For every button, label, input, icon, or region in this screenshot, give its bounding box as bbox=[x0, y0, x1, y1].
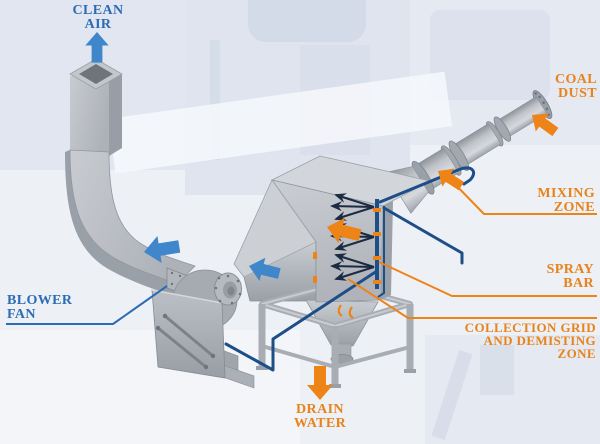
spray-bar-label-line1: SPRAY bbox=[546, 262, 594, 277]
stand-foot bbox=[256, 366, 268, 370]
blower-inlet-bore bbox=[227, 286, 235, 296]
flange-bolt bbox=[170, 282, 174, 286]
clean-air-label: CLEAN AIR bbox=[48, 4, 148, 32]
mixing-zone-label: MIXING ZONE bbox=[537, 187, 595, 215]
water-drain-line bbox=[224, 269, 379, 372]
spray-bar-clamp bbox=[373, 232, 381, 236]
flange-bolt bbox=[238, 292, 242, 296]
flange-bolt bbox=[230, 301, 234, 305]
flange-bolt bbox=[236, 279, 240, 283]
stand-cross-rail bbox=[334, 345, 411, 369]
clean-air-flow-arrow bbox=[85, 32, 109, 63]
duct-underside bbox=[65, 150, 177, 297]
flange-bolt bbox=[170, 271, 174, 275]
brace-pin bbox=[210, 353, 216, 359]
blower-fan-label-line2: FAN bbox=[7, 307, 36, 322]
brace-pin bbox=[162, 313, 168, 319]
chamber-clamp bbox=[313, 276, 317, 283]
blower-fan-leader bbox=[6, 285, 168, 325]
stand-foot bbox=[404, 369, 416, 373]
collection-grid-label: COLLECTION GRID AND DEMISTING ZONE bbox=[465, 321, 596, 360]
flange-bolt bbox=[545, 107, 549, 111]
duct-flow-arrow bbox=[144, 236, 181, 264]
drain-water-label-line2: WATER bbox=[293, 416, 347, 431]
coal-dust-inlet-pipe bbox=[385, 90, 553, 214]
spray-jet bbox=[334, 206, 375, 221]
water-branch-line bbox=[382, 206, 464, 265]
spray-jet bbox=[334, 253, 375, 268]
spray-bar-label-line2: BAR bbox=[563, 276, 594, 291]
spray-jet bbox=[330, 261, 375, 272]
collection-grid-leader bbox=[347, 278, 597, 319]
flange-bolt bbox=[178, 274, 182, 278]
flange-bolt bbox=[226, 274, 230, 278]
spray-bar-clamp bbox=[373, 256, 381, 260]
water-piping bbox=[224, 166, 475, 372]
blower-brace bbox=[157, 326, 207, 369]
drain-water-label-line1: DRAIN bbox=[296, 402, 344, 417]
background-machine-smudge bbox=[430, 10, 550, 100]
background-tripod-shape-2 bbox=[480, 345, 514, 395]
stack-side-face bbox=[109, 74, 122, 156]
stand-foot bbox=[329, 384, 341, 388]
flange-bolt bbox=[214, 286, 218, 290]
spray-bar-clamp bbox=[373, 280, 381, 284]
drain-water-label: DRAIN WATER bbox=[279, 403, 361, 431]
outlet-flow-arrow bbox=[249, 257, 281, 281]
spray-bar-leader bbox=[378, 261, 597, 297]
drain-water-arrow bbox=[307, 366, 333, 400]
stack-front-face bbox=[70, 76, 109, 156]
background-frame-shape bbox=[210, 40, 220, 160]
clean-air-label-line1: CLEAN bbox=[72, 3, 124, 18]
mixing-zone-label-line2: ZONE bbox=[553, 200, 595, 215]
coal-dust-label-line2: DUST bbox=[558, 86, 597, 101]
spray-jet bbox=[334, 236, 375, 251]
spray-bar-assembly bbox=[330, 193, 385, 319]
spray-nozzle-hook bbox=[337, 304, 343, 317]
background-bottom-left-white bbox=[0, 330, 300, 444]
clean-air-label-line2: AIR bbox=[84, 17, 112, 32]
collection-grid-label-line3: ZONE bbox=[557, 346, 596, 361]
brace-pin bbox=[203, 364, 209, 370]
clean-air-stack bbox=[69, 58, 123, 156]
spray-bar-label: SPRAY BAR bbox=[547, 263, 594, 291]
spray-nozzle-hook bbox=[348, 306, 354, 319]
mixing-zone-arrow bbox=[438, 168, 465, 191]
blower-outlet-duct bbox=[65, 149, 197, 300]
flange-bolt bbox=[542, 101, 545, 104]
spray-jet bbox=[334, 193, 375, 208]
brace-pin bbox=[155, 325, 161, 331]
blower-fan-label-line1: BLOWER bbox=[7, 293, 73, 308]
chamber-flow-arrow bbox=[327, 218, 362, 244]
blower-fan-unit bbox=[151, 269, 255, 389]
spray-bar-clamp bbox=[373, 208, 381, 212]
blower-fan-label: BLOWER FAN bbox=[7, 294, 72, 322]
flange-bolt bbox=[217, 276, 221, 280]
spray-bar-branch bbox=[377, 206, 385, 298]
mixing-zone-label-line1: MIXING bbox=[537, 186, 595, 201]
flange-bolt bbox=[218, 299, 222, 303]
flow-arrows bbox=[85, 32, 559, 400]
flange-bolt bbox=[534, 92, 537, 95]
coal-dust-label-line1: COAL bbox=[554, 72, 597, 87]
blower-plate-highlight bbox=[151, 289, 223, 304]
chamber-right-edge bbox=[381, 201, 393, 300]
chamber-clamp bbox=[313, 252, 317, 259]
coal-dust-label: COAL DUST bbox=[555, 73, 597, 101]
coal-dust-inlet-arrow bbox=[532, 113, 559, 137]
duct-front-face bbox=[69, 149, 196, 285]
spray-jet bbox=[330, 201, 375, 212]
background-tank-shape bbox=[248, 0, 366, 42]
blower-brace bbox=[164, 314, 214, 358]
water-supply-line bbox=[378, 166, 475, 204]
chamber-inlet-hopper-top bbox=[233, 179, 317, 278]
stack-opening bbox=[79, 64, 113, 84]
collection-grid-label-line2: AND DEMISTING bbox=[483, 333, 596, 348]
flange-bolt bbox=[538, 95, 541, 99]
collection-grid-label-line1: COLLECTION GRID bbox=[464, 320, 596, 335]
spray-jet bbox=[334, 266, 375, 281]
